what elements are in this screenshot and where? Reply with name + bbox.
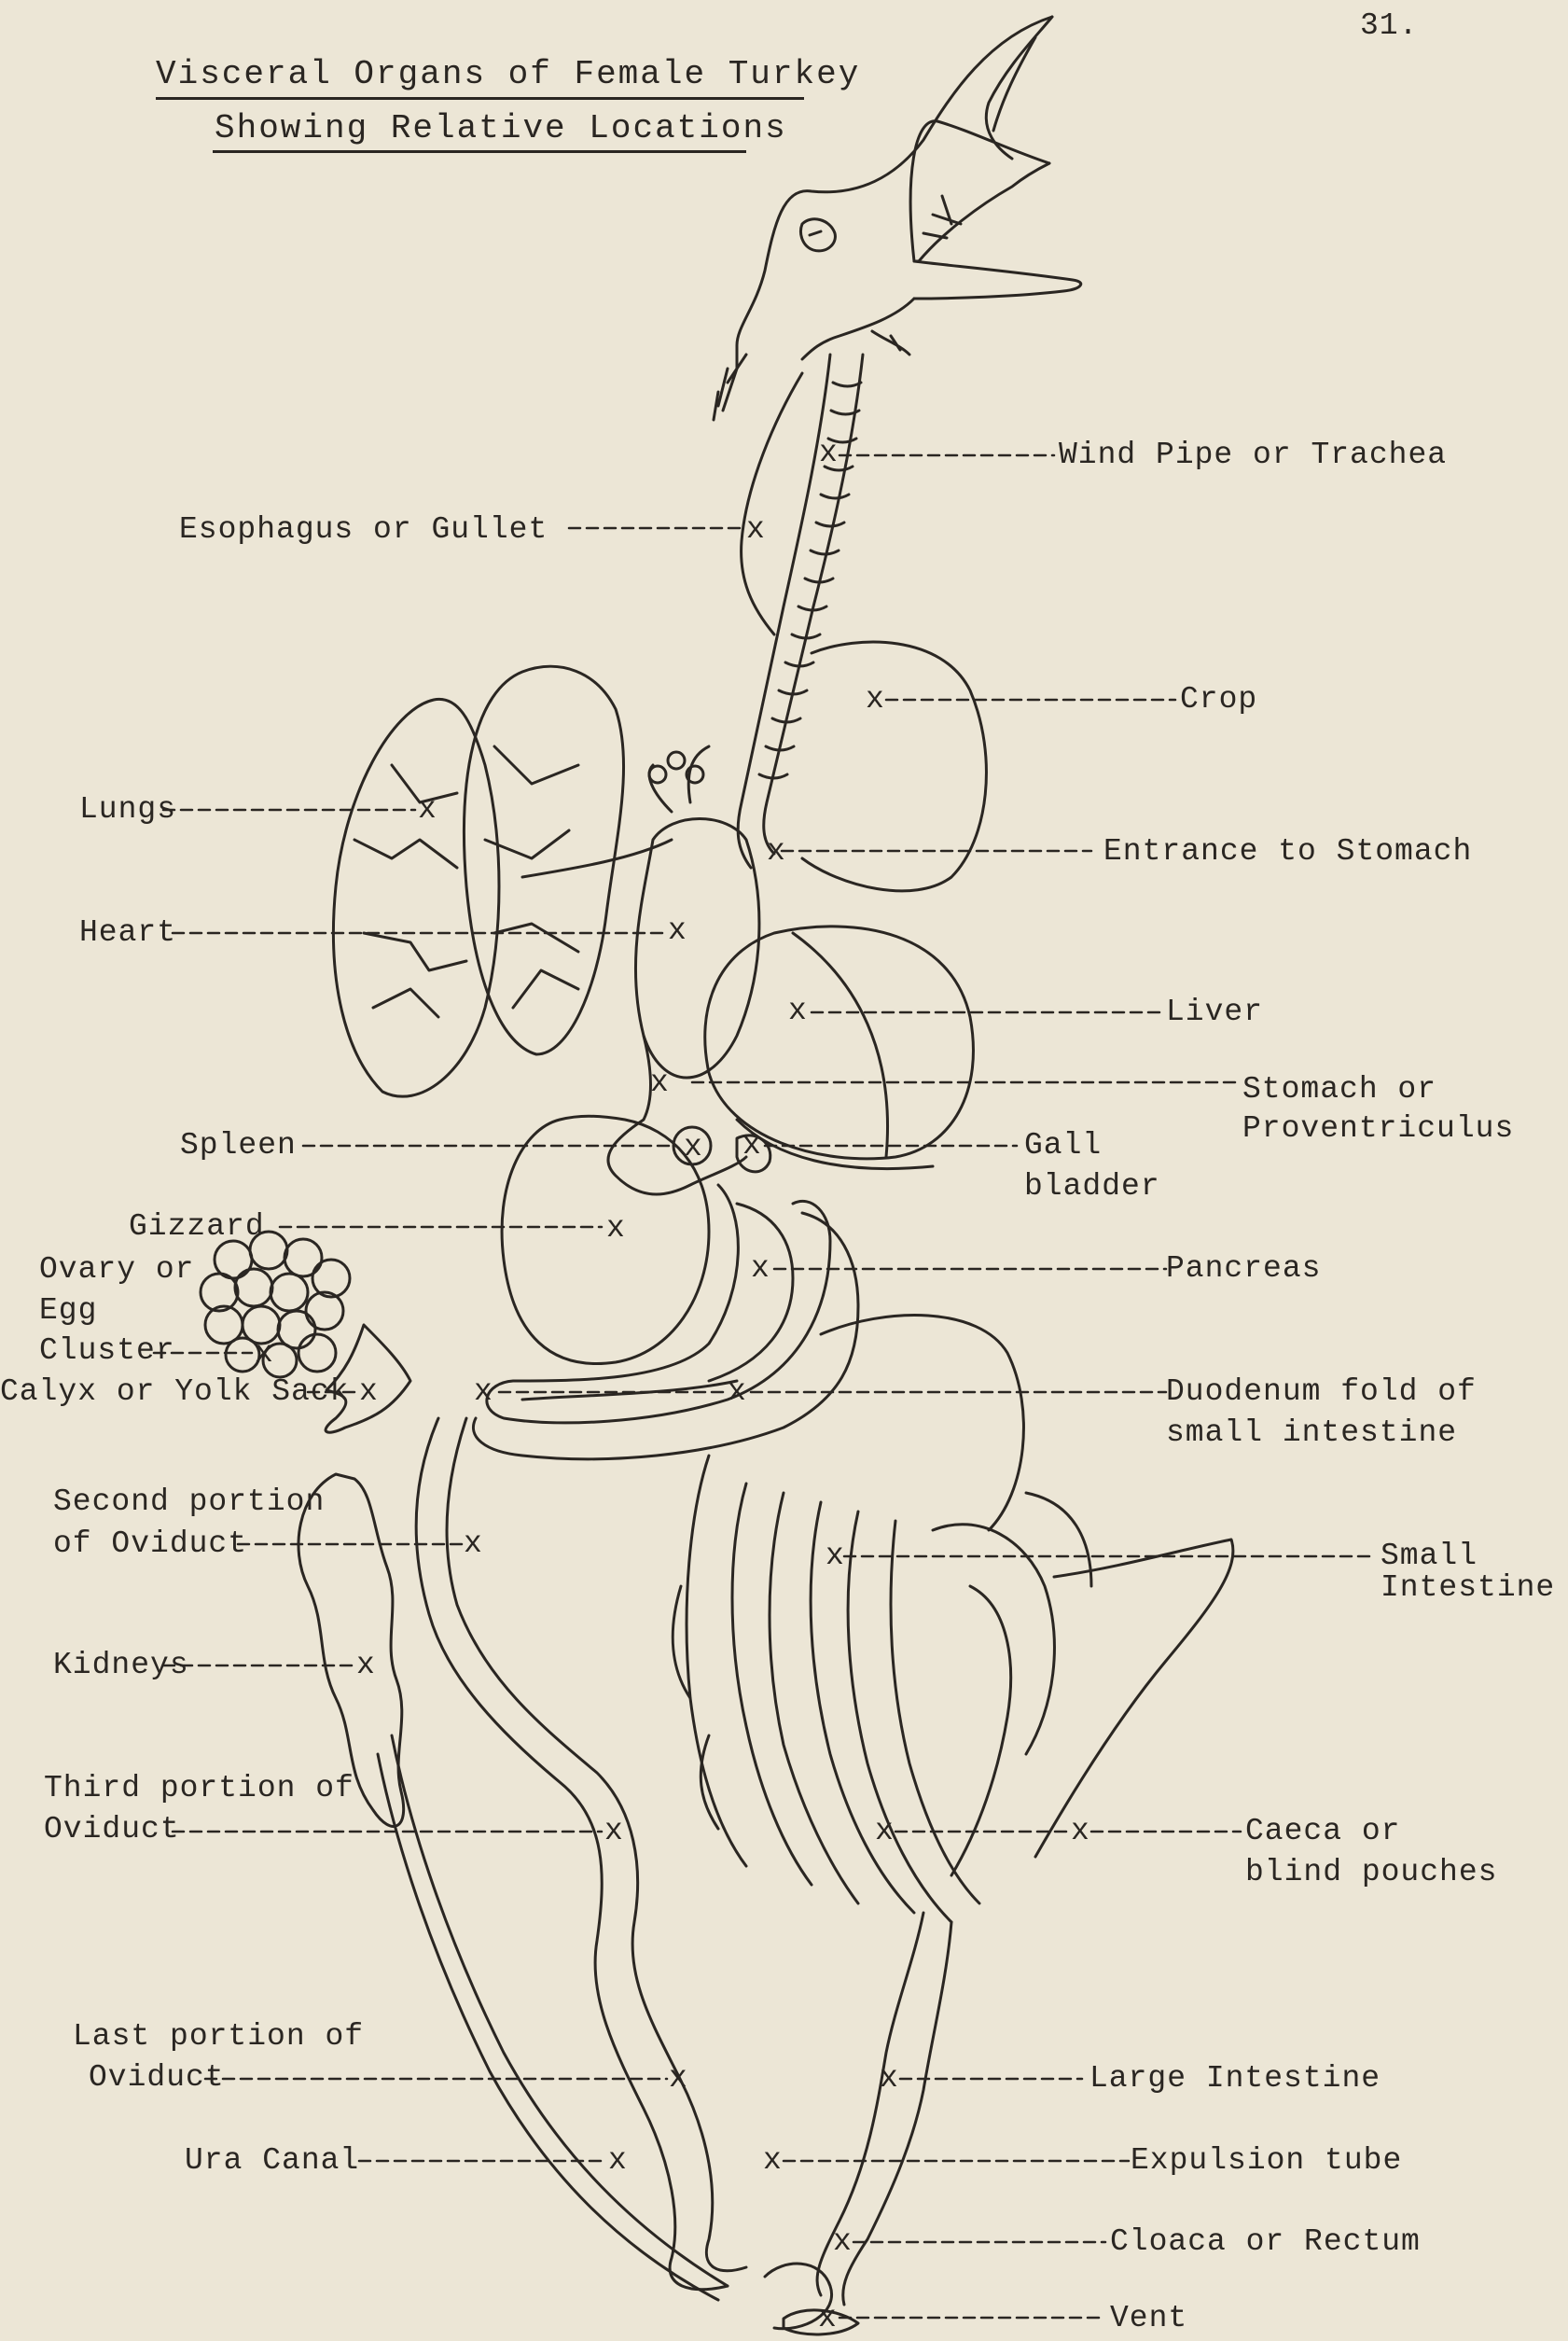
label-stomach-1: Stomach or [1242, 1071, 1436, 1108]
label-gall-2: bladder [1024, 1168, 1160, 1205]
proventriculus [608, 1036, 746, 1194]
label-spleen: Spleen [180, 1127, 297, 1164]
label-last-oviduct-1: Last portion of [73, 2018, 364, 2055]
marker-gall-bladder: x [742, 1127, 762, 1164]
label-esophagus: Esophagus or Gullet [179, 511, 548, 549]
label-kidneys: Kidneys [53, 1647, 189, 1684]
label-second-oviduct-2: of Oviduct [53, 1526, 247, 1563]
marker-heart: x [668, 913, 687, 950]
title-line-1: Visceral Organs of Female Turkey [156, 56, 860, 93]
label-ovary-1: Ovary or [39, 1251, 194, 1289]
label-duodenum-2: small intestine [1166, 1414, 1457, 1452]
label-stomach-2: Proventriculus [1242, 1110, 1514, 1148]
label-ovary-3: Cluster [39, 1332, 175, 1370]
label-caeca-1: Caeca or [1245, 1813, 1400, 1850]
label-third-oviduct-2: Oviduct [44, 1811, 180, 1848]
marker-spleen: x [684, 1129, 703, 1166]
marker-last-oviduct: x [669, 2060, 688, 2097]
label-entrance-stomach: Entrance to Stomach [1103, 833, 1472, 871]
marker-pancreas: x [751, 1250, 770, 1288]
marker-caeca-left: x [875, 1813, 895, 1850]
marker-large-intestine: x [880, 2060, 899, 2097]
marker-lungs: x [418, 791, 437, 829]
label-cloaca: Cloaca or Rectum [1110, 2223, 1421, 2261]
label-heart: Heart [79, 914, 176, 952]
label-duodenum-1: Duodenum fold of [1166, 1373, 1477, 1411]
label-calyx: Calyx or Yolk Sack [0, 1373, 349, 1411]
marker-ura-canal: x [608, 2142, 628, 2180]
label-crop: Crop [1180, 681, 1257, 718]
marker-gizzard: x [606, 1210, 626, 1247]
label-expulsion-tube: Expulsion tube [1131, 2142, 1402, 2180]
lungs [333, 666, 623, 1096]
marker-entrance-stomach: x [767, 833, 786, 871]
heart [522, 746, 759, 1078]
label-pancreas: Pancreas [1166, 1250, 1321, 1288]
title-underline-2 [213, 150, 746, 153]
marker-second-oviduct: x [464, 1526, 483, 1563]
label-ura-canal: Ura Canal [185, 2142, 359, 2180]
marker-caeca-right: x [1071, 1813, 1090, 1850]
label-gall-1: Gall [1024, 1127, 1102, 1164]
marker-vent: x [818, 2300, 838, 2337]
marker-crop: x [866, 681, 885, 718]
marker-trachea: x [819, 435, 839, 472]
marker-esophagus: x [746, 511, 766, 549]
label-lungs: Lungs [79, 791, 176, 829]
label-vent: Vent [1110, 2300, 1187, 2337]
label-second-oviduct-1: Second portion [53, 1484, 325, 1521]
marker-calyx: x [359, 1373, 379, 1411]
label-third-oviduct-1: Third portion of [44, 1770, 354, 1807]
crop [802, 642, 986, 891]
ovary-cluster [201, 1232, 350, 1377]
marker-small-intestine: x [826, 1538, 845, 1575]
marker-liver: x [788, 993, 808, 1030]
marker-expulsion-tube: x [763, 2142, 783, 2180]
esophagus [742, 373, 802, 634]
marker-ovary: x [255, 1335, 274, 1373]
label-large-intestine: Large Intestine [1089, 2060, 1381, 2097]
title-line-2: Showing Relative Locations [215, 110, 787, 147]
marker-third-oviduct: x [604, 1813, 624, 1850]
marker-duodenum: x [728, 1373, 747, 1411]
label-last-oviduct-2: Oviduct [89, 2059, 225, 2097]
page-number: 31. [1360, 7, 1418, 45]
marker-kidneys: x [356, 1647, 376, 1684]
label-wind-pipe: Wind Pipe or Trachea [1059, 437, 1447, 474]
label-caeca-2: blind pouches [1245, 1854, 1497, 1891]
label-gizzard: Gizzard [129, 1208, 265, 1246]
label-ovary-2: Egg [39, 1292, 97, 1330]
marker-duodenum-left: x [474, 1373, 493, 1411]
label-small-intestine-2: Intestine [1381, 1569, 1555, 1607]
title-underline-1 [156, 97, 804, 100]
label-liver: Liver [1166, 994, 1263, 1031]
marker-cloaca: x [833, 2223, 853, 2261]
marker-stomach: x [650, 1065, 670, 1102]
